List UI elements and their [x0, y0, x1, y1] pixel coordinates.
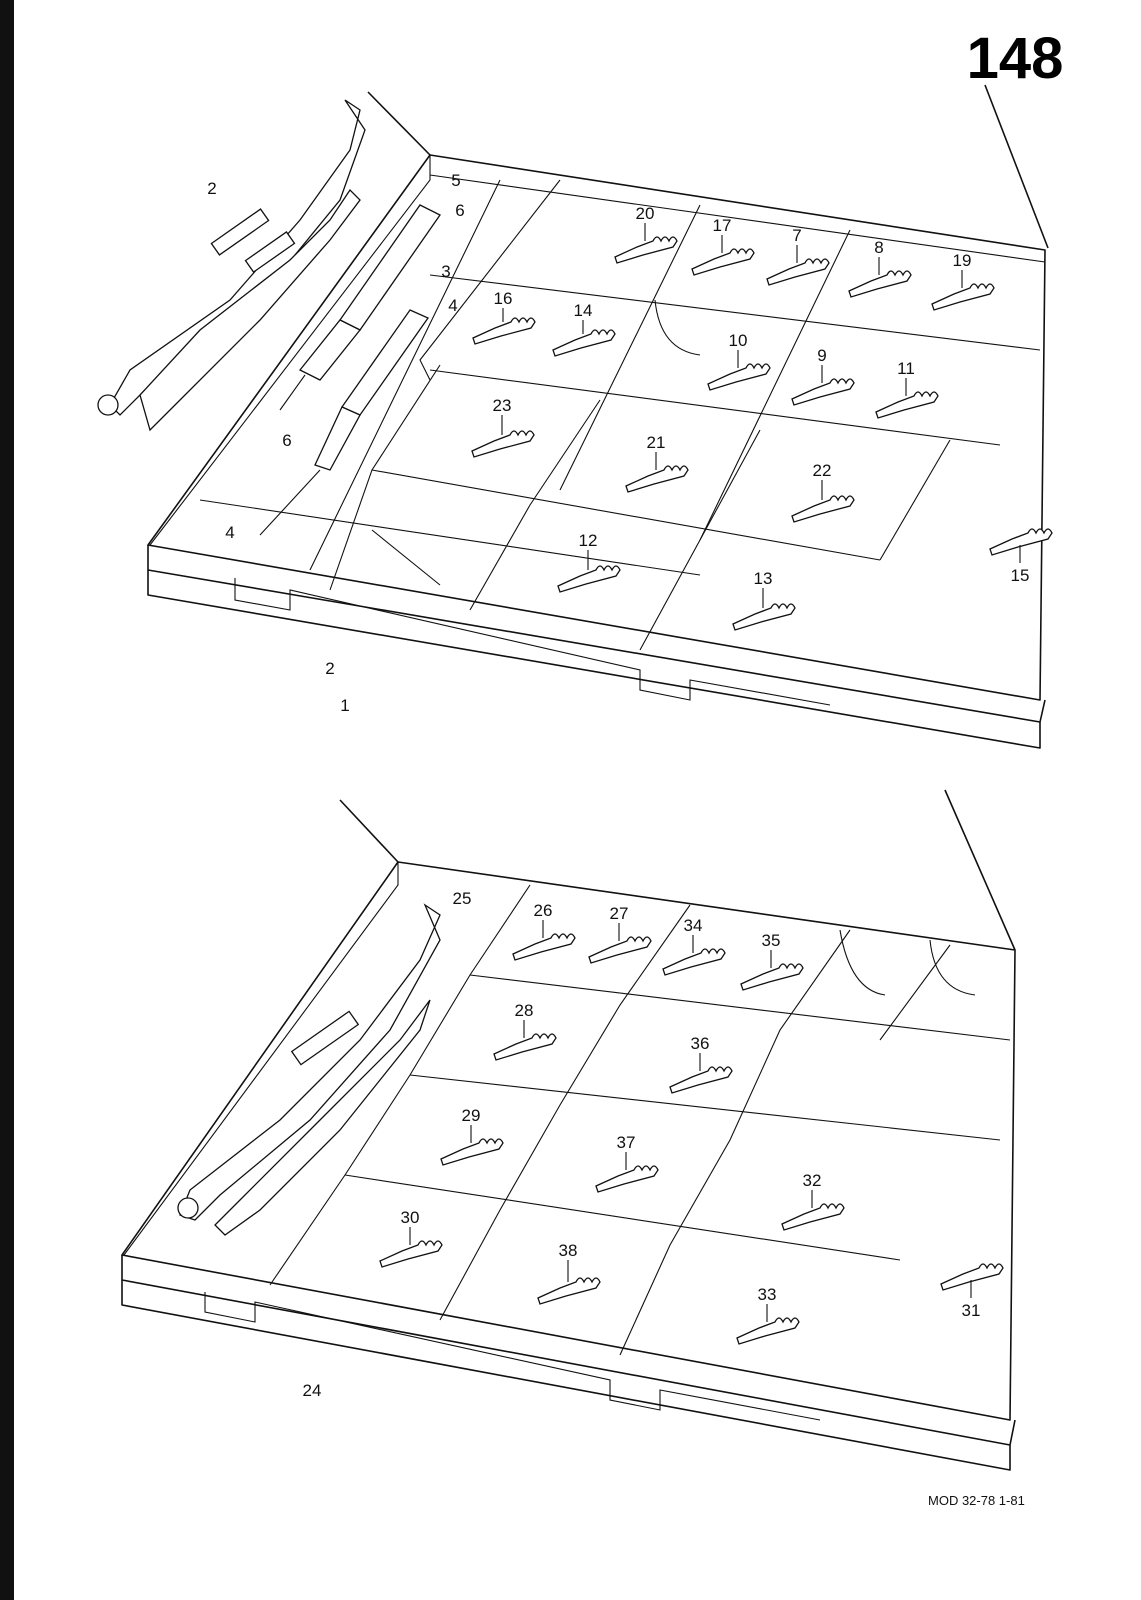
- bottom-callout-31: 31: [962, 1301, 981, 1320]
- top-callout-15: 15: [1011, 566, 1030, 585]
- top-parts-box: [147, 84, 1049, 749]
- page-binding-edge: [0, 0, 14, 1600]
- connector-terminal-30: [379, 1240, 443, 1268]
- top-callout-19: 19: [953, 251, 972, 270]
- connector-terminal-23: [471, 430, 535, 458]
- connector-terminal-29: [440, 1138, 504, 1166]
- top-callout-2: 2: [207, 179, 216, 198]
- bottom-callouts: 25 26 27 34 35 28 36 29 37 32 30 38 33 31 24: [303, 889, 981, 1400]
- connector-terminal-20: [614, 236, 678, 264]
- page-number: 148: [967, 26, 1064, 91]
- connector-terminal-32: [781, 1203, 845, 1231]
- connector-terminal-14: [552, 329, 616, 357]
- connector-terminal-17: [691, 248, 755, 276]
- top-callout-1: 1: [340, 696, 349, 715]
- bottom-callout-37: 37: [617, 1133, 636, 1152]
- top-callout-21: 21: [647, 433, 666, 452]
- connector-terminal-31: [940, 1263, 1004, 1291]
- top-callout-8: 8: [874, 238, 883, 257]
- top-callout-13: 13: [754, 569, 773, 588]
- bottom-box-lid-edge: [339, 789, 1016, 951]
- connector-terminal-12: [557, 565, 621, 593]
- bottom-callout-38: 38: [559, 1241, 578, 1260]
- connector-terminal-13: [732, 603, 796, 631]
- top-callout-2: 2: [325, 659, 334, 678]
- bottom-parts-box: [121, 789, 1016, 1471]
- top-callout-6: 6: [282, 431, 291, 450]
- top-callout-5: 5: [451, 171, 460, 190]
- connector-terminal-27: [588, 936, 652, 964]
- bottom-callout-36: 36: [691, 1034, 710, 1053]
- top-callout-16: 16: [494, 289, 513, 308]
- bottom-callout-27: 27: [610, 904, 629, 923]
- top-callout-23: 23: [493, 396, 512, 415]
- top-callout-11: 11: [897, 359, 915, 378]
- connector-terminal-21: [625, 465, 689, 493]
- connector-terminal-8: [848, 270, 912, 298]
- top-callout-10: 10: [729, 331, 748, 350]
- top-callout-3: 3: [441, 262, 450, 281]
- top-callout-14: 14: [574, 301, 593, 320]
- top-connectors: [471, 236, 1053, 631]
- top-callout-20: 20: [636, 204, 655, 223]
- bottom-callout-33: 33: [758, 1285, 777, 1304]
- connector-terminal-35: [740, 963, 804, 991]
- connector-terminal-37: [595, 1165, 659, 1193]
- bottom-callout-28: 28: [515, 1001, 534, 1020]
- connector-terminal-9: [791, 378, 855, 406]
- connector-terminal-38: [537, 1277, 601, 1305]
- connector-terminal-33: [736, 1317, 800, 1345]
- top-callout-7: 7: [792, 226, 801, 245]
- top-callout-4: 4: [448, 296, 457, 315]
- bottom-callout-25: 25: [453, 889, 472, 908]
- bottom-callout-32: 32: [803, 1171, 822, 1190]
- connector-terminal-34: [662, 948, 726, 976]
- connector-terminal-7: [766, 258, 830, 286]
- connector-terminal-22: [791, 495, 855, 523]
- bottom-callout-26: 26: [534, 901, 553, 920]
- top-callout-4: 4: [225, 523, 234, 542]
- connector-terminal-36: [669, 1066, 733, 1094]
- crimping-pliers-top: [97, 99, 366, 432]
- connector-terminal-15: [989, 528, 1053, 556]
- bottom-callout-30: 30: [401, 1208, 420, 1227]
- top-callout-22: 22: [813, 461, 832, 480]
- top-callout-9: 9: [817, 346, 826, 365]
- extraction-tools: [259, 204, 441, 536]
- connector-terminal-11: [875, 391, 939, 419]
- footer-code: MOD 32-78 1-81: [928, 1493, 1025, 1508]
- crimping-pliers-bottom: [177, 903, 441, 1236]
- top-callout-17: 17: [713, 216, 732, 235]
- connector-terminal-10: [707, 363, 771, 391]
- top-box-lid-edge: [367, 84, 1049, 249]
- connector-terminal-26: [512, 933, 576, 961]
- bottom-callout-29: 29: [462, 1106, 481, 1125]
- bottom-callout-24: 24: [303, 1381, 322, 1400]
- bottom-callout-34: 34: [684, 916, 703, 935]
- connector-terminal-16: [472, 317, 536, 345]
- top-callout-12: 12: [579, 531, 598, 550]
- bottom-box-tray: [121, 861, 1016, 1421]
- top-callout-6: 6: [455, 201, 464, 220]
- connector-terminal-28: [493, 1033, 557, 1061]
- top-box-tray: [147, 154, 1046, 701]
- bottom-connectors: [379, 933, 1004, 1345]
- bottom-callout-35: 35: [762, 931, 781, 950]
- connector-terminal-19: [931, 283, 995, 311]
